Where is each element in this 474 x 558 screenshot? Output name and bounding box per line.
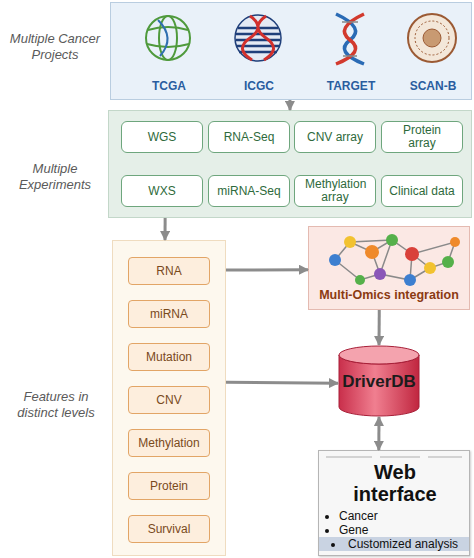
bullet-item: Cancer [339, 509, 469, 523]
logo-strand [336, 14, 364, 64]
experiment-box: WGS [121, 121, 203, 153]
box-label: Protein array [396, 124, 448, 150]
scanb-logo [408, 14, 456, 62]
flow-arrow [377, 417, 380, 450]
logo-latitude [147, 27, 189, 47]
section-heading: Features in distinct levels [7, 389, 105, 421]
header-line [326, 456, 462, 458]
integration-box: Multi-Omics integration [308, 226, 470, 310]
target-logo [336, 14, 364, 64]
flow-arrow [164, 218, 167, 240]
browser-header [326, 456, 462, 458]
box-label: Clinical data [389, 185, 454, 198]
logo-strand [336, 14, 364, 64]
network-dot [386, 234, 398, 246]
logo-helix [242, 16, 273, 60]
bullet-text: Gene [339, 523, 368, 537]
bullet-text: Customized analysis [348, 537, 458, 551]
box-label: Survival [148, 522, 191, 536]
network-dot [424, 262, 436, 274]
feature-box: miRNA [128, 300, 210, 328]
database-name: DriverDB [338, 372, 420, 392]
flow-arrow [378, 310, 381, 345]
experiment-box: WXS [121, 175, 203, 207]
bullet-item: Gene [339, 523, 469, 537]
box-label: Protein [150, 479, 188, 493]
box-label: Mutation [146, 350, 192, 364]
flow-arrow [288, 100, 291, 110]
feature-box: RNA [128, 257, 210, 285]
project-band: Multiple Cancer ProjectsTCGAICGCTARGETSC… [110, 2, 472, 100]
network-dot [450, 237, 460, 247]
experiment-box: Clinical data [381, 175, 463, 207]
network-illustration [329, 234, 460, 286]
logo-disc [235, 15, 281, 61]
box-label: CNV array [307, 131, 363, 144]
feature-box: Mutation [128, 343, 210, 371]
experiment-box: CNV array [294, 121, 376, 153]
network-dot [365, 245, 379, 259]
box-label: Multi-Omics integration [309, 288, 469, 302]
experiment-box: Protein array [381, 121, 463, 153]
box-label: miRNA-Seq [217, 185, 280, 198]
flow-arrow [226, 381, 338, 385]
network-links [335, 240, 455, 280]
network-dot [329, 254, 341, 266]
project-name: SCAN-B [398, 79, 468, 93]
feature-band: Features in distinct levelsRNAmiRNAMutat… [112, 240, 226, 556]
box-label: Methylation array [305, 178, 365, 204]
experiment-band: Multiple ExperimentsWGSRNA-SeqCNV arrayP… [108, 110, 472, 218]
feature-box: Protein [128, 472, 210, 500]
bullet-list: CancerGeneCustomized analysis [319, 509, 469, 551]
section-heading: Multiple Experiments [9, 161, 101, 193]
network-dot [404, 274, 416, 286]
cylinder-top [339, 346, 419, 364]
project-logo: SCAN-B [398, 5, 468, 99]
network-dot [344, 236, 356, 248]
logo-stripes [236, 28, 280, 52]
logo-meridian [159, 16, 177, 60]
logo-ring [415, 21, 449, 55]
database-cylinder: DriverDB [338, 345, 420, 417]
project-logo: TCGA [134, 5, 204, 99]
box-label: RNA-Seq [224, 131, 275, 144]
box-label: RNA [156, 264, 181, 278]
project-name: TCGA [134, 79, 204, 93]
project-name: TARGET [316, 79, 386, 93]
network-dot [374, 268, 386, 280]
experiment-box: Methylation array [294, 175, 376, 207]
logo-seal [408, 14, 456, 62]
project-name: ICGC [224, 79, 294, 93]
logo-swoosh [158, 20, 168, 56]
box-label: miRNA [150, 307, 188, 321]
experiment-box: miRNA-Seq [208, 175, 290, 207]
experiment-box: RNA-Seq [208, 121, 290, 153]
box-label: Methylation [138, 436, 199, 450]
feature-box: Survival [128, 515, 210, 543]
bullet-text: Cancer [339, 509, 378, 523]
web-page: Web interfaceCancerGeneCustomized analys… [318, 450, 470, 556]
network-dot [442, 256, 454, 268]
tcga-logo [146, 16, 190, 60]
section-heading: Multiple Cancer Projects [7, 31, 103, 63]
logo-ring [146, 16, 190, 60]
icgc-logo [235, 15, 281, 61]
box-label: CNV [156, 393, 181, 407]
logo-core [423, 29, 441, 47]
network-dot [355, 275, 365, 285]
box-label: WGS [148, 131, 177, 144]
logo-rung [342, 22, 358, 56]
flow-arrow [226, 268, 308, 271]
project-logo: TARGET [316, 5, 386, 99]
bullet-item: Customized analysis [319, 537, 469, 551]
feature-box: CNV [128, 386, 210, 414]
box-label: WXS [148, 185, 175, 198]
page-title: Web interface [345, 461, 445, 505]
project-logo: ICGC [224, 5, 294, 99]
feature-box: Methylation [128, 429, 210, 457]
network-dot [405, 247, 419, 261]
